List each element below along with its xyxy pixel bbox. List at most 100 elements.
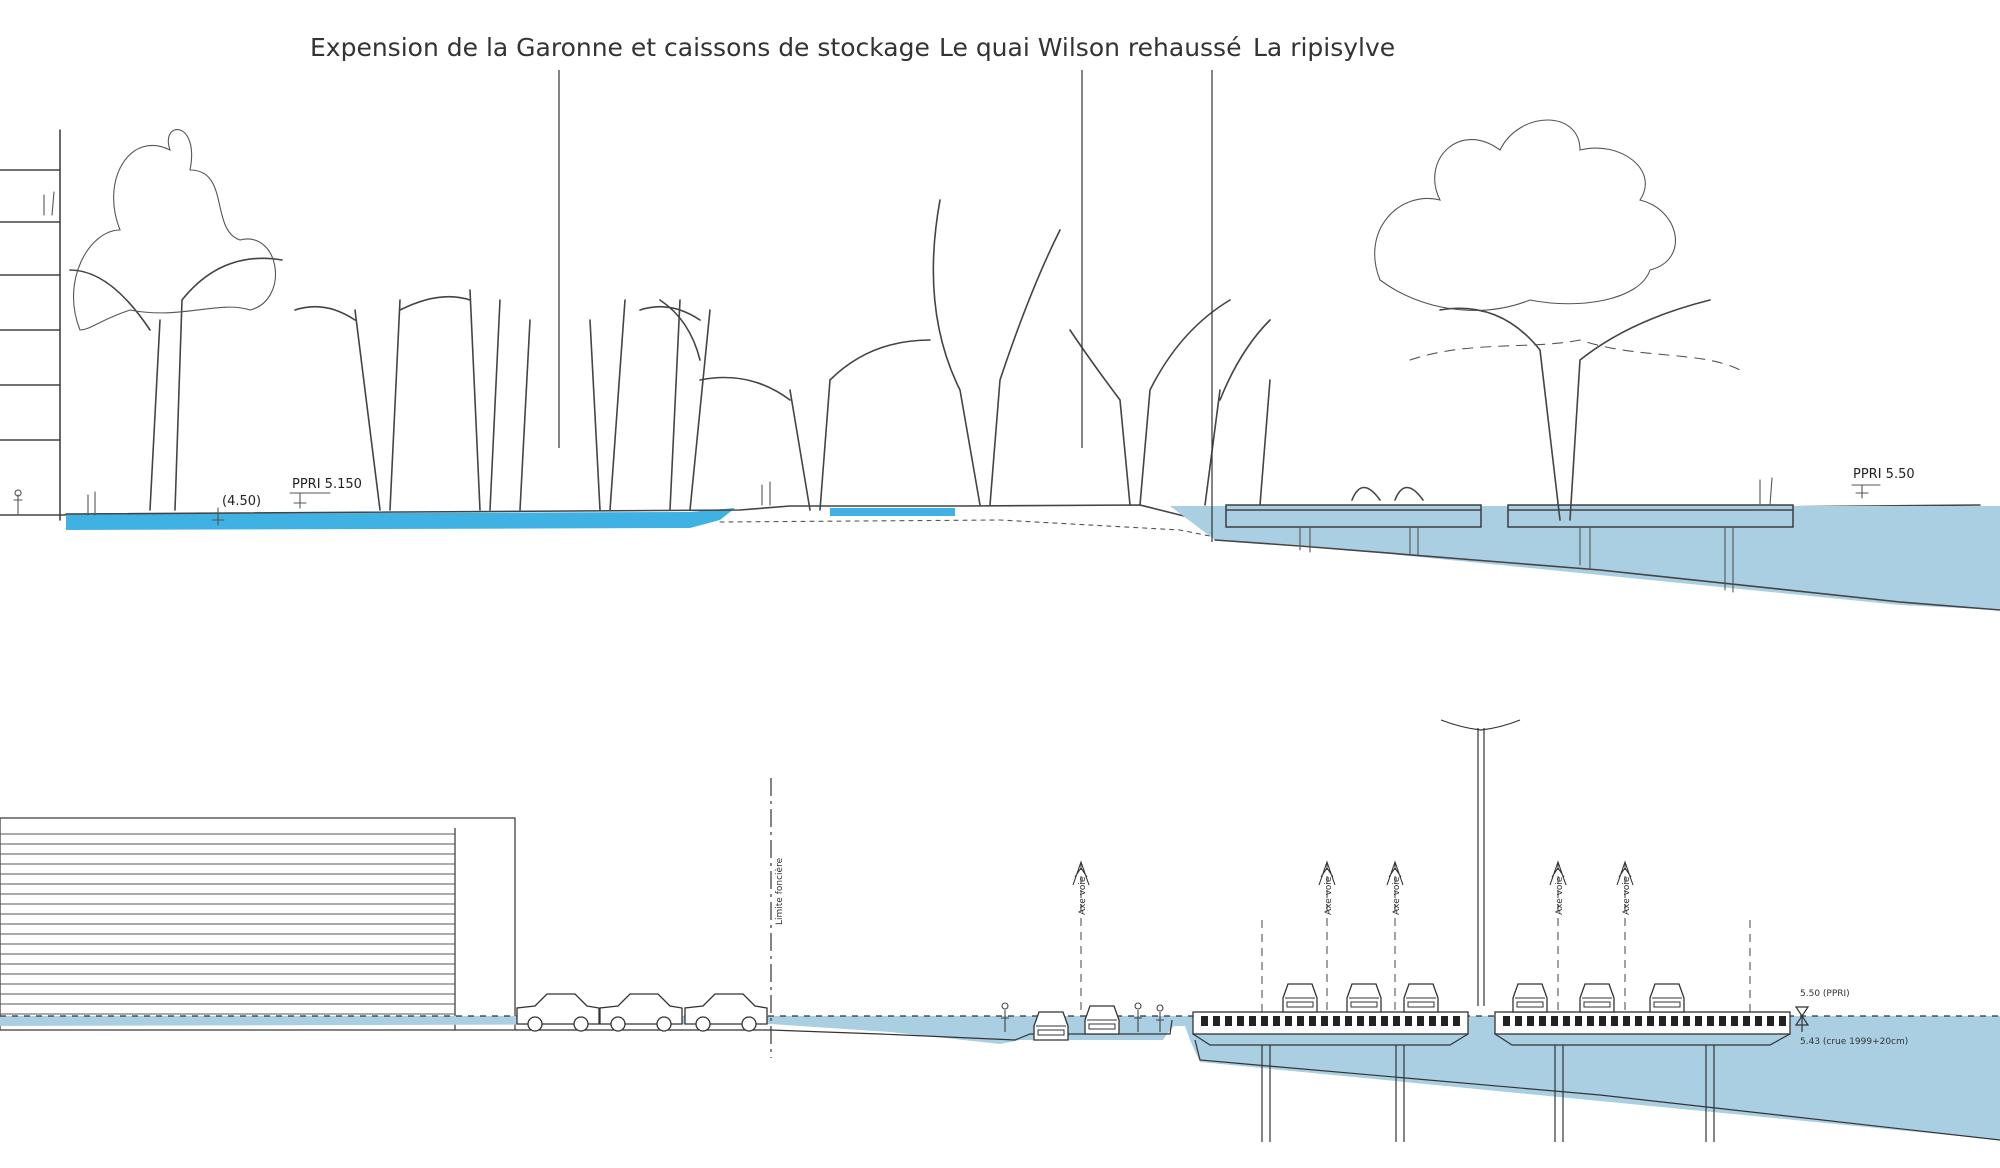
deck-block (1743, 1016, 1750, 1026)
deck-block (1695, 1016, 1702, 1026)
axis-marker: Axe voie (1616, 860, 1634, 1012)
deck-block (1321, 1016, 1328, 1026)
annotation-expansion: Expension de la Garonne et caissons de s… (310, 33, 930, 62)
annotation-ripisylve: La ripisylve (1253, 33, 1395, 62)
warehouse-building (0, 817, 516, 1031)
svg-text:PPRI 5.50: PPRI 5.50 (1853, 467, 1915, 482)
deck-block (1249, 1016, 1256, 1026)
svg-text:Limite foncière: Limite foncière (774, 857, 785, 925)
water-patch-small (830, 508, 955, 516)
deck-block (1731, 1016, 1738, 1026)
deck-block (1201, 1016, 1208, 1026)
car-front (1579, 983, 1615, 1013)
deck-block (1755, 1016, 1762, 1026)
car-front (1033, 1011, 1069, 1041)
axis-marker: Axe voie (1386, 860, 1404, 1012)
deck-block (1515, 1016, 1522, 1026)
deck-block (1309, 1016, 1316, 1026)
level-marker-left: (4.50) (211, 494, 261, 526)
deck-block (1453, 1016, 1460, 1026)
deck-block (1659, 1016, 1666, 1026)
deck-block (1345, 1016, 1352, 1026)
axis-marker: Axe voie (1549, 860, 1567, 1012)
car-side (516, 993, 600, 1032)
axis-label: Axe voie (1078, 876, 1088, 915)
deck-block (1779, 1016, 1786, 1026)
level-annotations: 5.50 (PPRI) 5.43 (crue 1999+20cm) (1794, 989, 1908, 1047)
deck-block (1551, 1016, 1558, 1026)
deck-bottom-right (1494, 1011, 1791, 1046)
canopy-right (1374, 119, 1676, 311)
deck-block (1767, 1016, 1774, 1026)
people-figures-top (13, 191, 1773, 516)
car-side (684, 993, 768, 1032)
car-side (599, 993, 683, 1032)
axis-marker: Axe voie (1318, 860, 1336, 1012)
deck-block (1381, 1016, 1388, 1026)
annotation-leaders (558, 70, 1213, 542)
deck-block (1575, 1016, 1582, 1026)
axis-markers: Axe voie Axe voie Axe voie Axe voie Axe voie (1072, 860, 1751, 1012)
limite-fonciere: Limite foncière (770, 778, 785, 1058)
deck-block (1587, 1016, 1594, 1026)
deck-bottom-left (1192, 1011, 1469, 1046)
car-front (1346, 983, 1382, 1013)
deck-platform-right (1507, 504, 1794, 593)
top-section: PPRI 5.150 (4.50) PPRI 5.50 (0, 119, 2000, 611)
canopy-right-dashed (1409, 339, 1741, 371)
axis-label: Axe voie (1555, 876, 1565, 915)
deck-platform-left (1225, 486, 1482, 556)
riverbed-bottom (1194, 1039, 2000, 1141)
deck-block (1297, 1016, 1304, 1026)
axis-label: Axe voie (1392, 876, 1402, 915)
left-building-sketch (0, 129, 67, 521)
deck-block (1563, 1016, 1570, 1026)
river-pale-bottom (0, 1016, 2000, 1140)
deck-block (1441, 1016, 1448, 1026)
deck-block (1719, 1016, 1726, 1026)
deck-block (1213, 1016, 1220, 1026)
level-ppri: 5.50 (PPRI) (1800, 989, 1850, 999)
ground-bottom (515, 1019, 1173, 1041)
annotation-quai: Le quai Wilson rehaussé (939, 33, 1241, 62)
axis-label: Axe voie (1324, 876, 1334, 915)
lamp-post (1440, 719, 1521, 1006)
deck-block (1393, 1016, 1400, 1026)
deck-block (1429, 1016, 1436, 1026)
deck-block (1671, 1016, 1678, 1026)
svg-text:(4.50): (4.50) (222, 494, 261, 509)
deck-block (1635, 1016, 1642, 1026)
deck-block (1357, 1016, 1364, 1026)
deck-block (1261, 1016, 1268, 1026)
deck-block (1237, 1016, 1244, 1026)
car-front (1084, 1005, 1120, 1035)
deck-block (1707, 1016, 1714, 1026)
deck-block (1647, 1016, 1654, 1026)
svg-text:PPRI 5.150: PPRI 5.150 (292, 477, 362, 492)
pedestrians-bottom (1001, 1002, 1164, 1032)
level-crue: 5.43 (crue 1999+20cm) (1800, 1037, 1908, 1047)
canopy-left (73, 129, 276, 331)
deck-block (1285, 1016, 1292, 1026)
ppri-marker-left: PPRI 5.150 (289, 477, 362, 509)
deck-block (1527, 1016, 1534, 1026)
car-front (1512, 983, 1548, 1013)
deck-block (1273, 1016, 1280, 1026)
deck-block (1417, 1016, 1424, 1026)
axis-marker: Axe voie (1072, 860, 1090, 1012)
deck-block (1599, 1016, 1606, 1026)
tree-sketches (69, 199, 1711, 521)
deck-block (1539, 1016, 1546, 1026)
car-front (1403, 983, 1439, 1013)
deck-block (1333, 1016, 1340, 1026)
ground-dashed (719, 519, 1231, 541)
axis-label: Axe voie (1622, 876, 1632, 915)
piles (1261, 1045, 1715, 1142)
deck-block (1683, 1016, 1690, 1026)
river-pale-top (1170, 506, 2000, 610)
riverbed-line (1214, 539, 2000, 611)
deck-block (1503, 1016, 1510, 1026)
cars (516, 983, 1685, 1041)
